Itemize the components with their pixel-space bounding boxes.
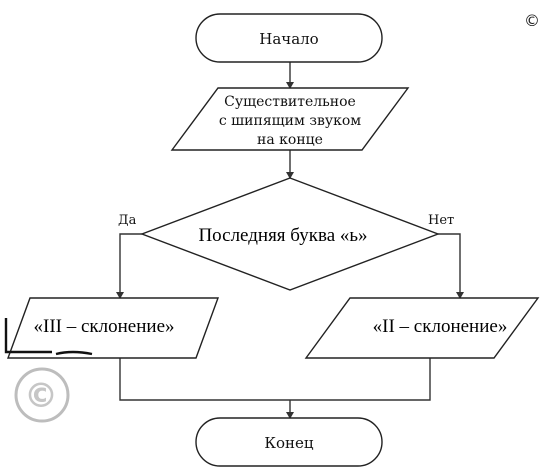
output-yes-label: «III – склонение» [34, 316, 175, 337]
output-no-label: «II – склонение» [373, 316, 508, 337]
arrowhead [286, 412, 294, 419]
copyright-mark: © [524, 11, 540, 30]
decision-shape [140, 177, 440, 291]
arrowhead [116, 292, 124, 299]
edge-decision-no [438, 233, 461, 298]
arrowhead [286, 172, 294, 179]
edge-no-to-merge [290, 358, 431, 401]
output-yes-shape [6, 297, 220, 359]
watermark-symbol: © [24, 376, 58, 416]
output-no-node: «II – склонение» [304, 297, 540, 359]
edge-yes-to-merge [119, 358, 290, 401]
output-yes-node: «III – склонение» [4, 297, 220, 359]
decision-label: Последняя буква «ь» [198, 225, 367, 246]
arrowhead [286, 82, 294, 89]
end-label: Конец [264, 434, 314, 452]
yes-label: Да [118, 213, 137, 228]
arrowhead [456, 292, 464, 299]
watermark: © [14, 367, 70, 423]
input-node: Существительное с шипящим звуком на конц… [170, 87, 410, 151]
decision-node: Последняя буква «ь» [140, 177, 440, 291]
input-shape [170, 87, 410, 151]
connectors [116, 62, 464, 419]
input-line-3: на конце [257, 132, 323, 148]
edge-decision-yes [119, 233, 142, 298]
handwritten-mark [4, 318, 52, 354]
end-node: Конец [195, 417, 383, 467]
input-line-1: Существительное [224, 94, 356, 110]
end-shape [195, 417, 383, 467]
input-line-2: с шипящим звуком [219, 113, 361, 129]
start-label: Начало [259, 30, 318, 48]
no-label: Нет [428, 213, 454, 228]
output-no-shape [304, 297, 540, 359]
start-node: Начало [195, 13, 383, 63]
handwritten-mark [55, 350, 93, 356]
start-shape [195, 13, 383, 63]
